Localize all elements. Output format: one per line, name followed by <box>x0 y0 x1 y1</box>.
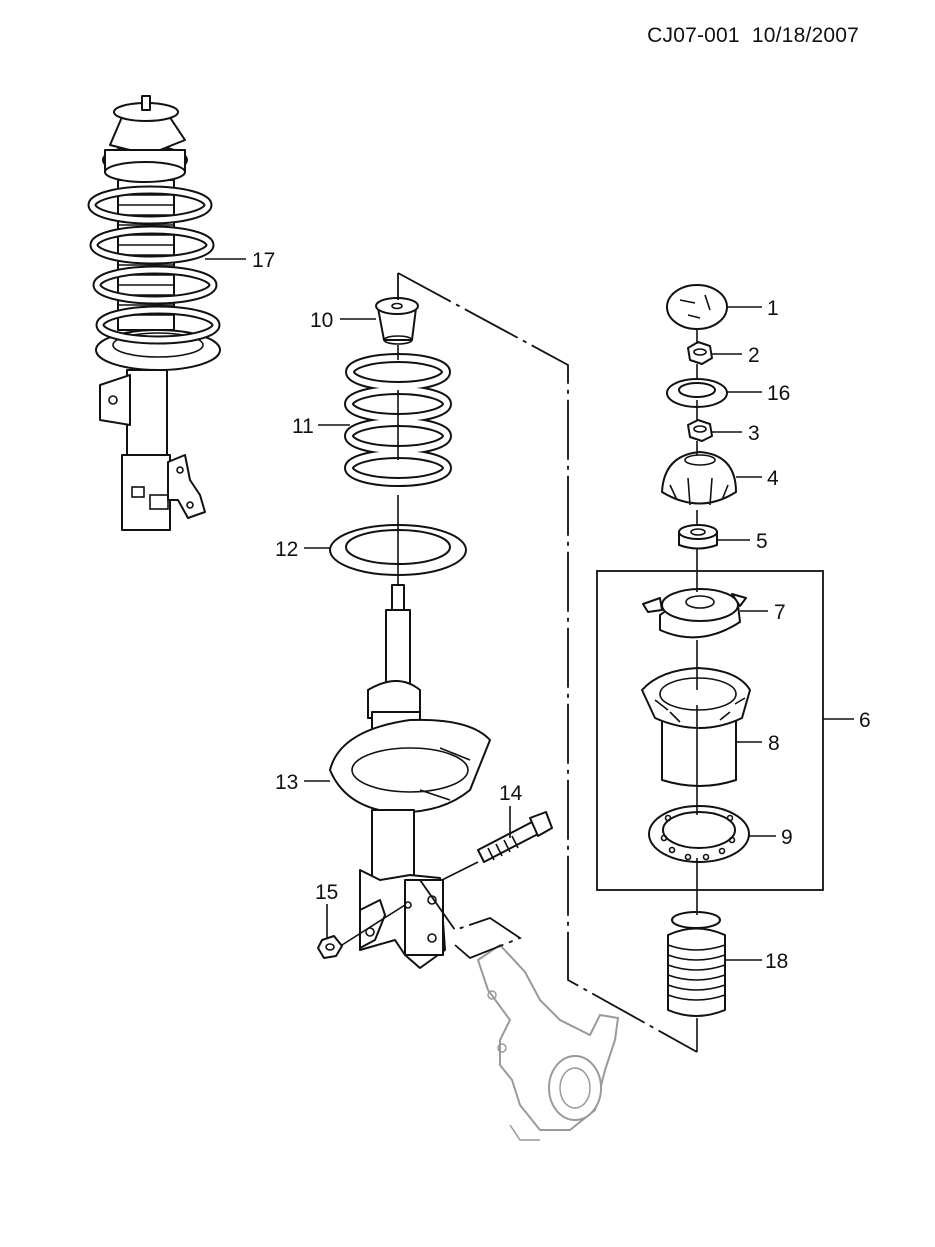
callout-13: 13 <box>275 771 298 794</box>
part-18-dust-boot <box>667 911 726 1017</box>
steering-knuckle-reference <box>476 943 620 1141</box>
document-date: 10/18/2007 <box>751 24 859 47</box>
part-3-nut <box>687 419 713 442</box>
document-id: CJ07-001 <box>647 24 740 47</box>
part-1-cap <box>666 284 728 330</box>
part-5-spacer <box>678 524 718 550</box>
callout-4: 4 <box>767 467 779 490</box>
part-17-strut-assembly <box>87 95 221 531</box>
callout-2: 2 <box>748 344 760 367</box>
document-header: CJ07-001 10/18/2007 <box>647 24 859 48</box>
part-7-bearing-plate <box>642 588 747 639</box>
assembly-axis-lines <box>341 272 698 1053</box>
callout-6: 6 <box>859 709 871 732</box>
callout-11: 11 <box>292 415 314 438</box>
callout-15: 15 <box>315 881 338 904</box>
part-4-top-mount <box>661 451 737 506</box>
callout-3: 3 <box>748 422 760 445</box>
callout-leader-lines <box>205 258 854 961</box>
callout-1: 1 <box>767 297 779 320</box>
callout-14: 14 <box>499 782 523 805</box>
callout-5: 5 <box>756 530 768 553</box>
callout-10: 10 <box>310 309 333 332</box>
part-6-assembly-box <box>596 570 824 891</box>
callout-8: 8 <box>768 732 780 755</box>
part-16-washer <box>666 378 728 408</box>
part-2-nut <box>687 341 713 365</box>
part-8-bearing-housing <box>641 667 751 787</box>
part-10-bump-stop <box>375 297 419 345</box>
part-15-nut <box>317 935 343 959</box>
part-13-shock-absorber <box>329 584 491 969</box>
callout-7: 7 <box>774 601 786 624</box>
callout-18: 18 <box>765 950 788 973</box>
part-14-bolt <box>477 811 553 863</box>
part-9-bearing-ring <box>648 805 750 863</box>
callout-labels: 1 2 3 4 5 6 7 8 9 10 11 12 13 14 15 16 1… <box>252 249 871 973</box>
callout-9: 9 <box>781 826 793 849</box>
callout-16: 16 <box>767 382 790 405</box>
callout-17: 17 <box>252 249 275 272</box>
callout-12: 12 <box>275 538 298 561</box>
